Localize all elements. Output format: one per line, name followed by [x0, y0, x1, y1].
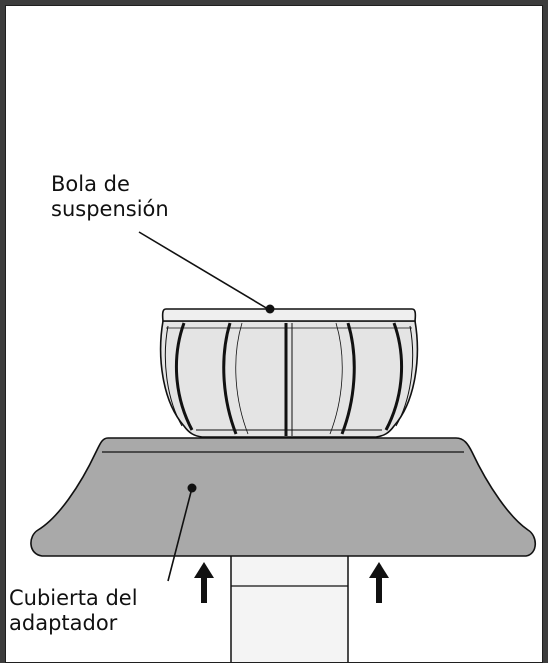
suspension-ball-label-line2: suspensión	[51, 197, 169, 221]
adapter-cover-label-line1: Cubierta del	[9, 586, 138, 610]
cover-leader-line	[167, 483, 197, 582]
ball-leader-line	[138, 231, 275, 314]
diagram-illustration	[30, 231, 537, 662]
adapter-cover	[30, 437, 537, 557]
suspension-ball-label-line1: Bola de	[51, 172, 130, 196]
adapter-cover-label-line2: adaptador	[9, 611, 118, 635]
diagram-panel: Bola de suspensión Cubierta del adaptado…	[5, 5, 543, 663]
up-arrow-icon	[369, 562, 389, 603]
adapter-post	[230, 552, 349, 662]
suspension-ball-label: Bola de suspensión	[51, 172, 169, 222]
adapter-cover-label: Cubierta del adaptador	[9, 586, 138, 636]
up-arrow-icon	[194, 562, 214, 603]
suspension-ball	[159, 308, 419, 438]
